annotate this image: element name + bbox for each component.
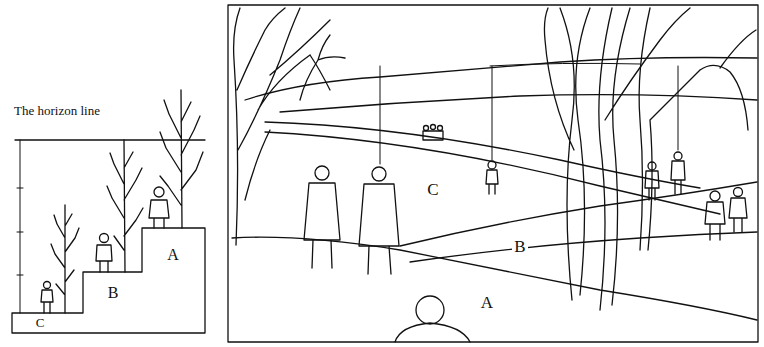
person: [304, 166, 340, 268]
steps-outline: [12, 228, 205, 333]
horizon-label: The horizon line: [12, 104, 102, 118]
path-edge: [265, 122, 700, 188]
person: [645, 162, 659, 200]
scale-tick: [17, 188, 23, 189]
sight-line: [380, 66, 381, 164]
tree: [639, 8, 756, 250]
person: [729, 188, 747, 233]
level-letter: A: [165, 246, 181, 264]
scale-line: [20, 140, 21, 313]
person-group: [423, 125, 443, 141]
scale-tick: [17, 275, 23, 276]
section-diagram: [12, 90, 205, 333]
tree: [160, 90, 203, 228]
level-letter: C: [34, 316, 47, 330]
tree: [51, 205, 79, 313]
person: [359, 167, 399, 274]
person: [41, 282, 53, 314]
path-edge: [400, 182, 757, 246]
scale-tick: [17, 232, 23, 233]
tree: [234, 8, 330, 245]
level-letter: A: [479, 294, 495, 313]
tree: [599, 8, 690, 310]
person: [149, 187, 169, 228]
sight-line: [492, 66, 493, 160]
tree: [107, 140, 143, 272]
far-shore: [245, 58, 757, 101]
picture-frame: [228, 5, 758, 342]
level-letter: C: [425, 181, 440, 200]
person: [96, 234, 112, 273]
tree: [300, 35, 345, 100]
landscape-sketch: [228, 5, 758, 342]
tree: [544, 8, 590, 300]
viewer-figure: [395, 296, 470, 342]
lake-edge: [280, 95, 757, 112]
sight-line: [678, 66, 679, 150]
person: [671, 152, 685, 194]
horizon-line: [15, 139, 205, 140]
path-edge: [232, 237, 757, 320]
level-letter: B: [512, 238, 527, 257]
level-letter: B: [106, 284, 121, 302]
person: [705, 191, 725, 240]
person: [486, 161, 498, 194]
